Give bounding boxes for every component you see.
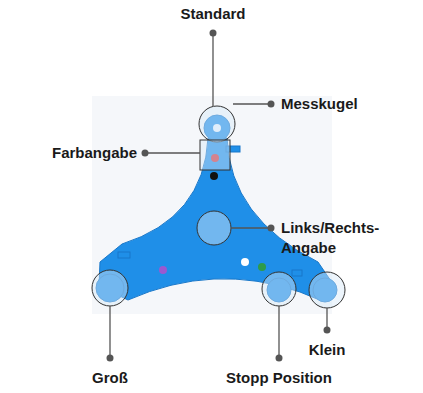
photo-ground xyxy=(92,96,332,314)
white-hole xyxy=(241,258,249,266)
green-dot xyxy=(258,263,266,271)
black-dot xyxy=(210,172,218,180)
leader-dots xyxy=(107,30,331,362)
tool-body xyxy=(96,115,337,302)
part-label: Farbangabe xyxy=(52,143,137,163)
part-label: Standard xyxy=(180,4,245,24)
part-label: Messkugel xyxy=(281,94,358,114)
callout-circles xyxy=(92,106,345,308)
part-label: Klein xyxy=(309,340,346,360)
purple-dot xyxy=(159,266,167,274)
leader-lines xyxy=(110,33,327,358)
part-label: Stopp Position xyxy=(226,368,332,388)
part-label: Links/Rechts-Angabe xyxy=(281,218,393,258)
part-label: Groß xyxy=(92,368,128,388)
